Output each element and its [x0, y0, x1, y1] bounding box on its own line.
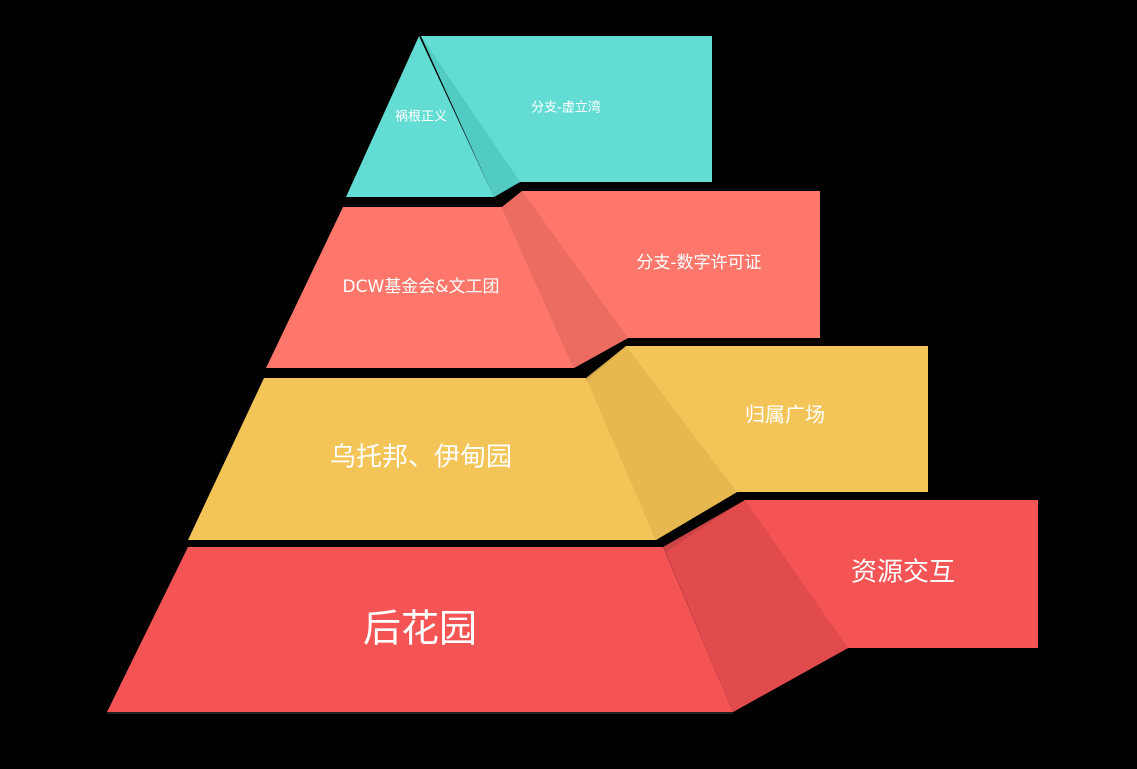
level-top-side-label: 分支-虚立湾	[531, 100, 601, 116]
level-top-shade-face	[421, 36, 520, 197]
level-third-shade-face	[586, 346, 737, 540]
level-bottom-side-label: 资源交互	[851, 558, 955, 588]
level-second-shade-face	[502, 191, 628, 368]
level-bottom: 后花园 资源交互	[107, 500, 1038, 714]
level-second-front-face	[266, 207, 574, 368]
level-bottom-shade-face	[663, 500, 848, 712]
level-third: 乌托邦、伊甸园 归属广场	[188, 346, 928, 540]
level-top-front-face	[346, 36, 494, 197]
level-bottom-main-label: 后花园	[363, 607, 477, 651]
level-bottom-front-face	[107, 547, 733, 712]
level-top-main-label: 祸根正义	[395, 110, 447, 125]
level-second-side-label: 分支-数字许可证	[636, 253, 761, 273]
level-third-side-label: 归属广场	[745, 403, 825, 427]
level-second: DCW基金会&文工团 分支-数字许可证	[266, 191, 820, 368]
level-second-main-label: DCW基金会&文工团	[342, 277, 499, 297]
level-top: 祸根正义 分支-虚立湾	[346, 36, 712, 197]
level-third-front-face	[188, 378, 656, 540]
level-third-main-label: 乌托邦、伊甸园	[330, 443, 512, 473]
